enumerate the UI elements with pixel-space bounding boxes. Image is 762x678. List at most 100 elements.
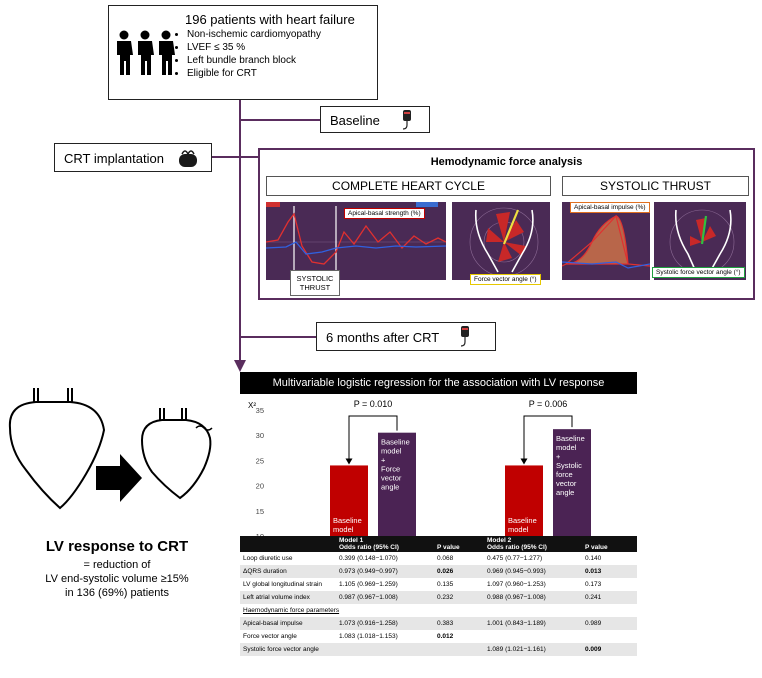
bar-label: model: [333, 525, 354, 534]
bar-label: vector: [381, 474, 402, 483]
row-name: Systolic force vector angle: [240, 643, 336, 656]
bar-label: model: [381, 447, 402, 456]
population-box: 196 patients with heart failure Non-isch…: [108, 5, 378, 100]
hemodynamic-panel: Hemodynamic force analysis COMPLETE HEAR…: [258, 148, 755, 300]
row-p2: [582, 630, 637, 643]
comparison-bracket: [523, 415, 573, 460]
bar-label: angle: [381, 483, 399, 492]
y-tick-label: 30: [256, 431, 264, 440]
lv-response-line3: in 136 (69%) patients: [65, 587, 169, 599]
bar-label: Systolic: [556, 461, 582, 470]
force-vector-polar-plot: [452, 202, 550, 280]
row-p1: 0.068: [437, 555, 454, 562]
echo-probe-icon: [402, 110, 411, 130]
lv-response-title: LV response to CRT: [45, 538, 189, 555]
baseline-box: Baseline: [320, 106, 430, 133]
row-p2: 0.013: [582, 565, 637, 578]
comparison-bracket: [348, 415, 398, 460]
p-value-label: P = 0.010: [354, 399, 393, 409]
header-p2: P value: [582, 536, 637, 552]
bar-label: vector: [556, 479, 577, 488]
bar-label: model: [508, 525, 529, 534]
bar-label: +: [381, 456, 386, 465]
row-name: Left atrial volume index: [240, 591, 336, 604]
header-p1: P value: [434, 536, 484, 552]
header-model2-title: Model 2: [487, 537, 512, 544]
bar: [378, 432, 416, 536]
bar-label: Force: [381, 465, 400, 474]
y-tick-label: 35: [256, 406, 264, 415]
p-value-label: P = 0.006: [529, 399, 568, 409]
row-name: Apical-basal impulse: [240, 617, 336, 630]
row-p2: 0.241: [582, 591, 637, 604]
bar-label: Baseline: [381, 438, 410, 447]
systolic-force-vector-angle-label: Systolic force vector angle (°): [652, 267, 745, 278]
row-name: Force vector angle: [243, 633, 297, 640]
row-or1: 1.073 (0.916−1.258): [336, 617, 434, 630]
row-name: Loop diuretic use: [243, 555, 293, 562]
row-p1: 0.026: [434, 565, 484, 578]
criterion-item: Left bundle branch block: [187, 54, 321, 67]
row-or2: 0.988 (0.967−1.008): [484, 591, 582, 604]
hemodynamic-title: Hemodynamic force analysis: [430, 156, 583, 168]
lv-response-line2: LV end-systolic volume ≥15%: [45, 573, 189, 585]
row-p1: 0.012: [437, 633, 454, 640]
systolic-thrust-tag: SYSTOLIC THRUST: [290, 270, 340, 296]
row-or1: 0.973 (0.949−0.997): [336, 565, 434, 578]
row-or1: 1.105 (0.969−1.259): [339, 581, 398, 588]
echo-probe-icon: [460, 326, 469, 347]
followup-label: 6 months after CRT: [326, 330, 440, 345]
criterion-item: Eligible for CRT: [187, 67, 321, 80]
row-or2: [484, 630, 582, 643]
y-tick-label: 15: [256, 507, 264, 516]
lv-response-block: LV response to CRT = reduction of LV end…: [0, 538, 234, 600]
row-or2: 1.001 (0.843−1.189): [484, 617, 582, 630]
row-or1: [336, 643, 434, 656]
row-or2: 0.969 (0.945−0.993): [484, 565, 582, 578]
table-row: Systolic force vector angle 1.089 (1.021−…: [240, 643, 637, 656]
population-title: 196 patients with heart failure: [185, 12, 355, 27]
row-p1: [434, 643, 484, 656]
pacemaker-icon: [179, 150, 197, 167]
row-or2: 0.475 (0.77−1.277): [487, 555, 543, 562]
systolic-thrust-header: SYSTOLIC THRUST: [562, 176, 749, 196]
regression-title: Multivariable logistic regression for th…: [240, 372, 637, 394]
header-variable: [240, 536, 336, 552]
row-or2: 1.089 (1.021−1.161): [484, 643, 582, 656]
complete-cycle-header: COMPLETE HEART CYCLE: [266, 176, 551, 196]
y-tick-label: 10: [256, 532, 264, 538]
y-axis-label: X²: [248, 401, 256, 410]
row-p2: 0.173: [585, 581, 602, 588]
force-vector-angle-label: Force vector angle (°): [470, 274, 541, 285]
followup-box: 6 months after CRT: [316, 322, 496, 351]
y-tick-label: 25: [256, 456, 264, 465]
y-tick-label: 20: [256, 482, 264, 491]
row-p1: 0.135: [437, 581, 454, 588]
bar-label: Baseline: [508, 516, 537, 525]
bar: [505, 465, 543, 536]
table-row: Loop diuretic use 0.399 (0.148−1.070) 0.06…: [240, 552, 637, 565]
baseline-label: Baseline: [330, 113, 380, 128]
row-p2: 0.140: [585, 555, 602, 562]
row-p2: 0.989: [582, 617, 637, 630]
lv-response-line1: = reduction of: [83, 559, 151, 571]
bracket-arrowhead: [520, 458, 528, 465]
header-model1-title: Model 1: [339, 537, 364, 544]
bar: [330, 465, 368, 536]
row-p1: 0.232: [434, 591, 484, 604]
bar-label: Baseline: [556, 434, 585, 443]
header-model1-sub: Odds ratio (95% CI): [339, 544, 399, 551]
row-or2: 1.097 (0.960−1.253): [487, 581, 546, 588]
crt-implantation-box: CRT implantation: [54, 143, 212, 172]
row-or1: 0.399 (0.148−1.070): [339, 555, 398, 562]
